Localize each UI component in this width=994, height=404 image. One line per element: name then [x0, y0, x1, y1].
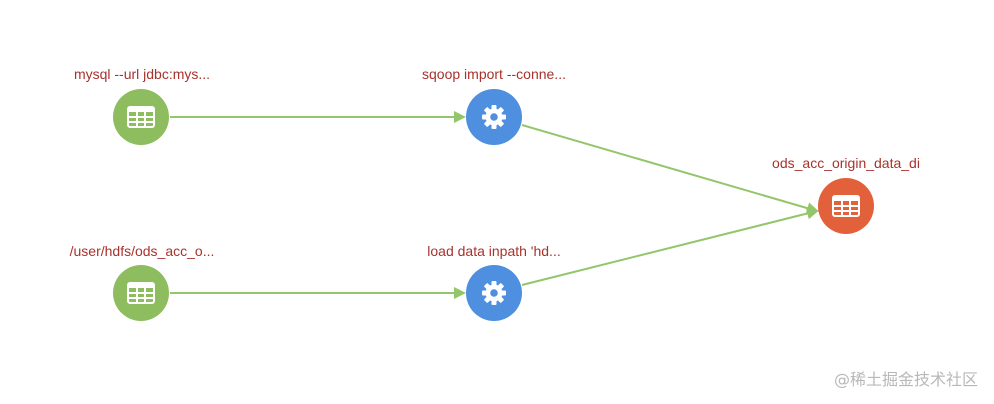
- target-table-node[interactable]: [818, 178, 874, 234]
- sqoop-process-label: sqoop import --conne...: [422, 66, 566, 82]
- hdfs-source-label: /user/hdfs/ods_acc_o...: [69, 243, 215, 259]
- edge-sqoop-to-target: [521, 124, 819, 214]
- gear-icon: [480, 103, 508, 131]
- gear-icon: [480, 279, 508, 307]
- mysql-source-label: mysql --url jdbc:mys...: [73, 66, 211, 82]
- table-grid-icon: [832, 195, 860, 217]
- hdfs-source-node[interactable]: [113, 265, 169, 321]
- mysql-source-node[interactable]: [113, 89, 169, 145]
- load-process-node[interactable]: [466, 265, 522, 321]
- target-table-label: ods_acc_origin_data_di: [772, 155, 920, 171]
- load-process-label: load data inpath 'hd...: [427, 243, 561, 259]
- table-grid-icon: [127, 106, 155, 128]
- table-grid-icon: [127, 282, 155, 304]
- edge-load-to-target: [521, 207, 819, 286]
- sqoop-process-node[interactable]: [466, 89, 522, 145]
- watermark-text: @稀土掘金技术社区: [833, 370, 978, 389]
